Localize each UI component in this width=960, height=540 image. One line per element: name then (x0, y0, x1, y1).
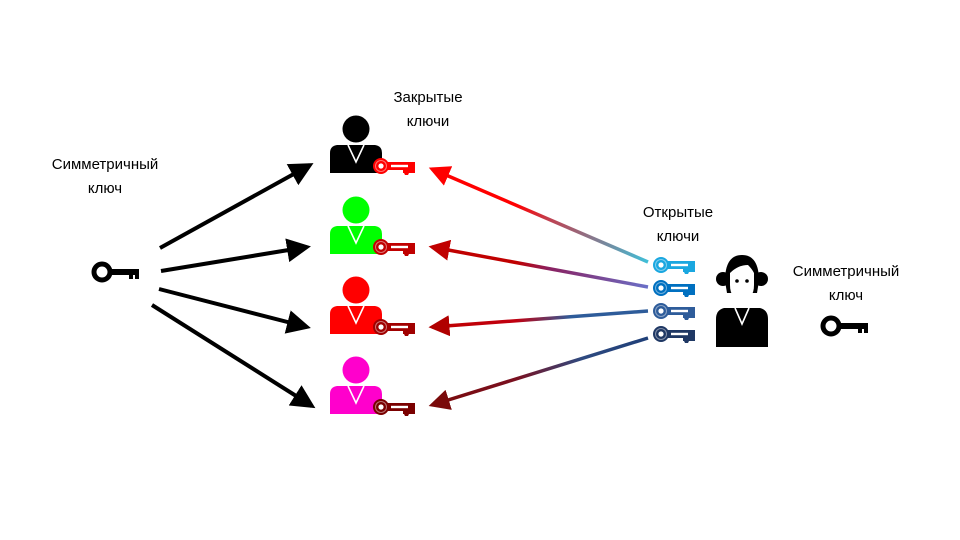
private-key-2 (372, 238, 416, 257)
label-line: Симметричный (792, 263, 900, 280)
sender (716, 255, 768, 347)
key-icon (372, 157, 416, 176)
private-key-3 (372, 318, 416, 337)
public-keys-label: Открытые ключи (628, 201, 728, 249)
woman-icon (716, 255, 768, 347)
public-key-1 (652, 256, 696, 275)
label-line: ключ (87, 180, 123, 197)
symmetric-key-label-right: Симметричный ключ (781, 260, 911, 308)
label-line: ключ (828, 287, 864, 304)
arrow-to-recipient-3 (158, 287, 311, 334)
private-keys-label: Закрытые ключи (378, 86, 478, 134)
arrow-public-to-private-1 (428, 166, 649, 264)
key-icon (652, 302, 696, 321)
key-icon (372, 238, 416, 257)
public-key-2 (652, 279, 696, 298)
label-line: Закрытые (393, 89, 463, 106)
key-icon (823, 318, 868, 334)
symmetric-key-left (94, 264, 139, 280)
key-icon (652, 256, 696, 275)
public-key-3 (652, 302, 696, 321)
arrow-to-recipient-1 (159, 163, 314, 250)
key-icon (652, 279, 696, 298)
label-line: ключи (406, 113, 450, 130)
private-key-4 (372, 398, 416, 417)
key-icon (652, 325, 696, 344)
key-icon (94, 264, 139, 280)
arrow-public-to-private-4 (428, 336, 649, 410)
arrow-to-recipient-4 (150, 303, 316, 409)
key-icon (372, 398, 416, 417)
symmetric-key-right (823, 318, 868, 334)
arrow-public-to-private-3 (428, 309, 649, 337)
arrow-public-to-private-2 (428, 239, 649, 289)
key-icon (372, 318, 416, 337)
label-line: Симметричный (51, 156, 159, 173)
label-line: Открытые (642, 204, 714, 221)
label-line: ключи (656, 228, 700, 245)
arrow-to-recipient-2 (160, 238, 311, 273)
private-key-1 (372, 157, 416, 176)
symmetric-key-label-left: Симметричный ключ (40, 153, 170, 201)
public-key-4 (652, 325, 696, 344)
